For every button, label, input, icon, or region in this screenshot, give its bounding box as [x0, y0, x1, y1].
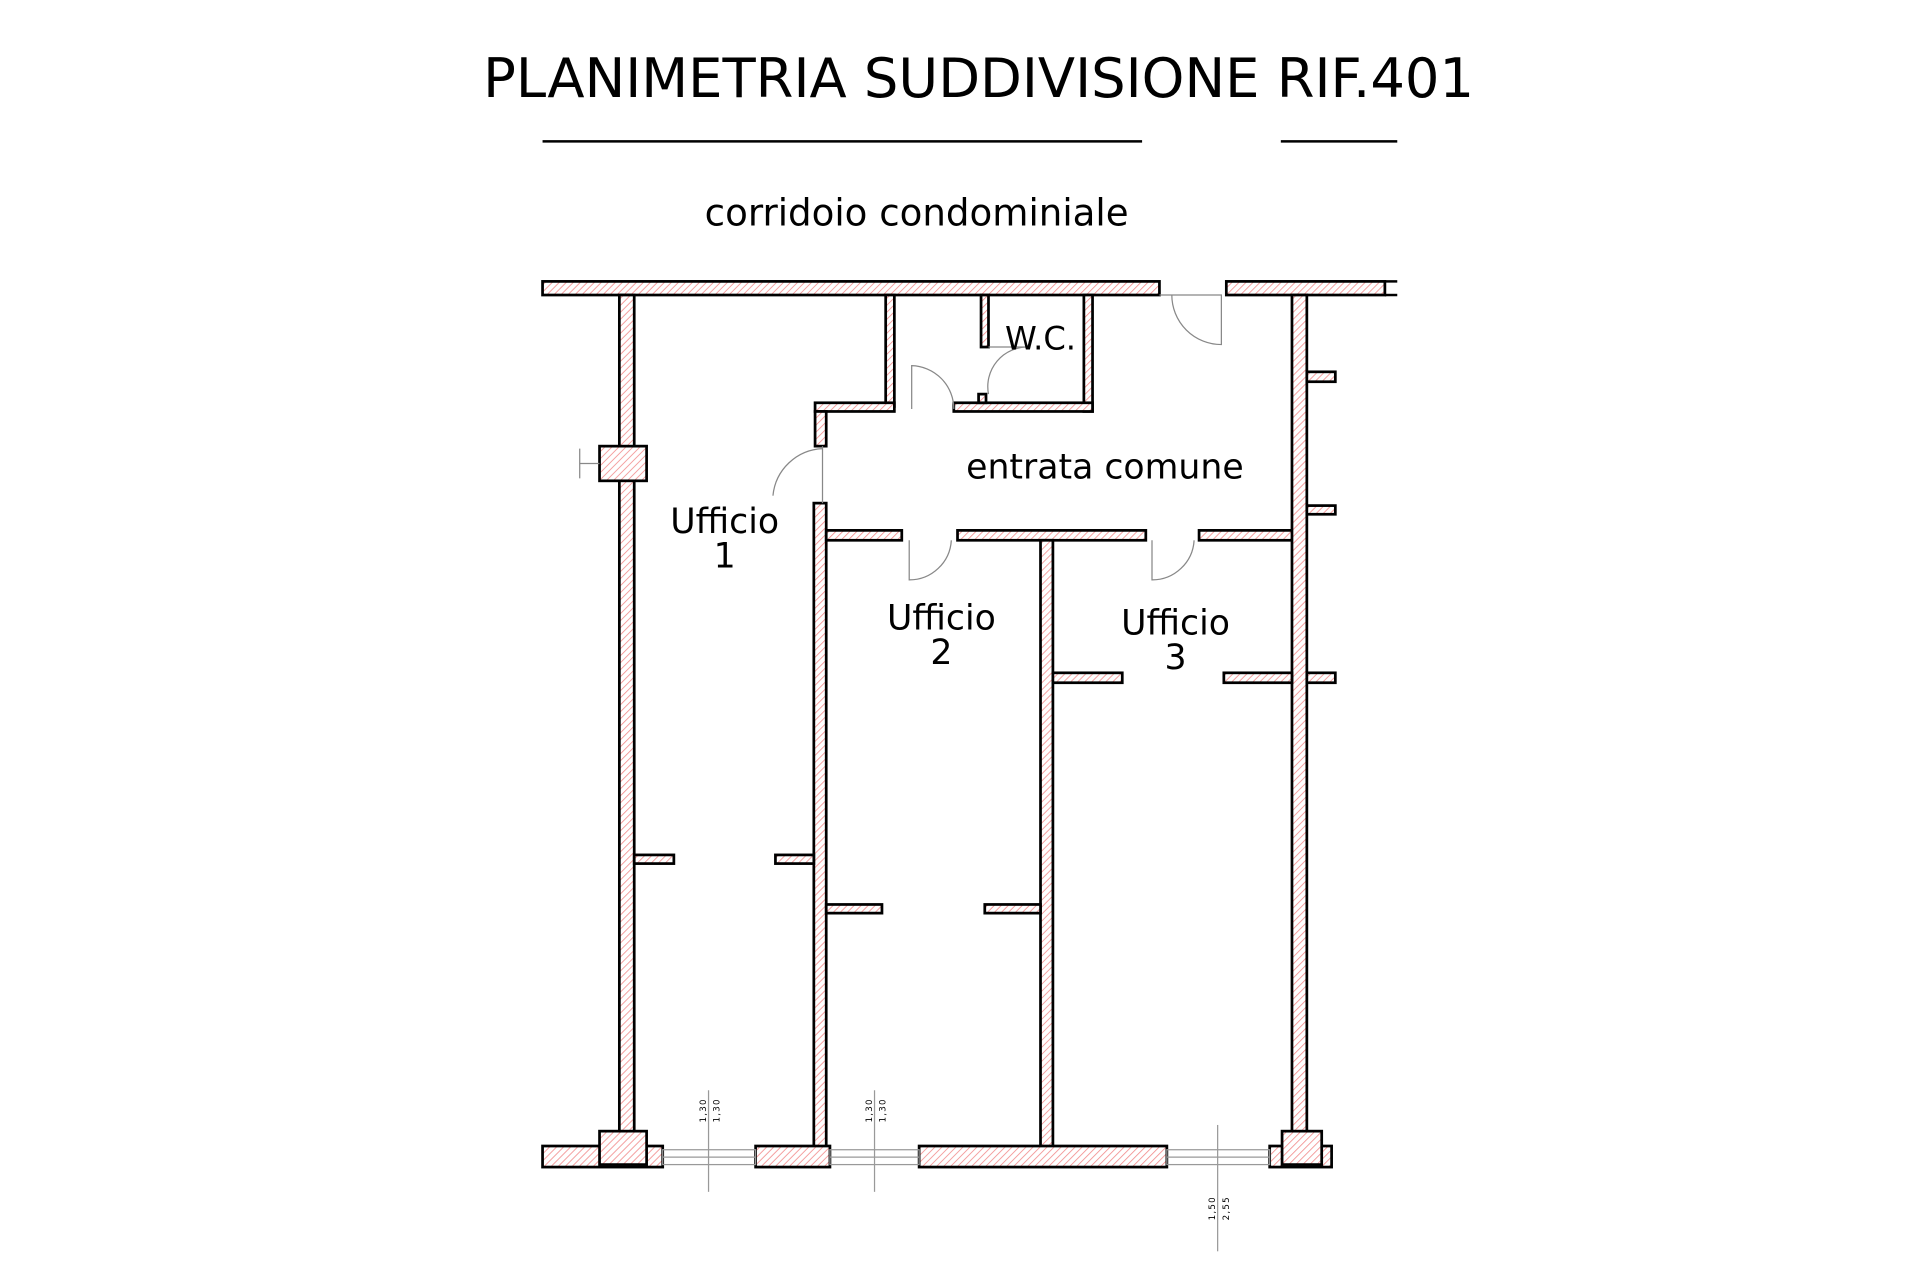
door-office3 [1151, 540, 1195, 581]
dimension-2: 1,30 1,30 [865, 1090, 889, 1192]
entrance-wall [1197, 529, 1296, 542]
pillar [598, 1129, 648, 1166]
entrance-wall [956, 529, 1148, 542]
top-wall [541, 280, 1161, 297]
entrance-wall [824, 529, 904, 542]
entrance-wall [813, 410, 828, 448]
pillar [1280, 1129, 1324, 1166]
door-office1 [772, 446, 824, 504]
door-wc [987, 346, 1029, 395]
office1-label: Ufficio [670, 502, 779, 542]
plan-title: PLANIMETRIA SUDDIVISIONE RIF.401 [483, 46, 1474, 110]
wc-label: W.C. [1005, 320, 1076, 358]
top-wall [1224, 280, 1387, 297]
svg-text:2,55: 2,55 [1222, 1196, 1232, 1220]
door-office2 [908, 540, 952, 581]
office3-label: Ufficio [1121, 603, 1230, 643]
svg-text:1,50: 1,50 [1208, 1196, 1218, 1220]
office1-number: 1 [714, 537, 736, 577]
right-wall [1290, 293, 1309, 1152]
entrance-wall [813, 401, 896, 413]
wc-wall [1082, 293, 1094, 413]
wc-wall [952, 401, 1094, 413]
doors [772, 294, 1222, 581]
dimension-1: 1,30 1,30 [699, 1090, 723, 1192]
pillar [598, 444, 648, 483]
office1-right-wall [812, 501, 828, 1152]
svg-text:1,30: 1,30 [713, 1098, 723, 1122]
door-main [1159, 294, 1222, 346]
corridor-label: corridoio condominiale [705, 192, 1129, 235]
wc-wall [979, 293, 990, 349]
walls [541, 280, 1398, 1169]
door [911, 364, 955, 409]
office2-label: Ufficio [887, 598, 996, 638]
wc-wall [884, 293, 896, 408]
entrance-label: entrata comune [966, 447, 1244, 487]
svg-text:1,30: 1,30 [865, 1098, 875, 1122]
svg-text:1,30: 1,30 [879, 1098, 889, 1122]
bottom-wall [754, 1144, 832, 1169]
office3-number: 3 [1165, 638, 1187, 678]
dimension-3: 1,50 2,55 [1208, 1124, 1232, 1252]
bottom-wall [917, 1144, 1169, 1169]
office2-number: 2 [930, 633, 952, 673]
office2-right-wall [1039, 538, 1055, 1149]
svg-text:1,30: 1,30 [699, 1098, 709, 1122]
office1-left-wall [617, 293, 636, 1152]
